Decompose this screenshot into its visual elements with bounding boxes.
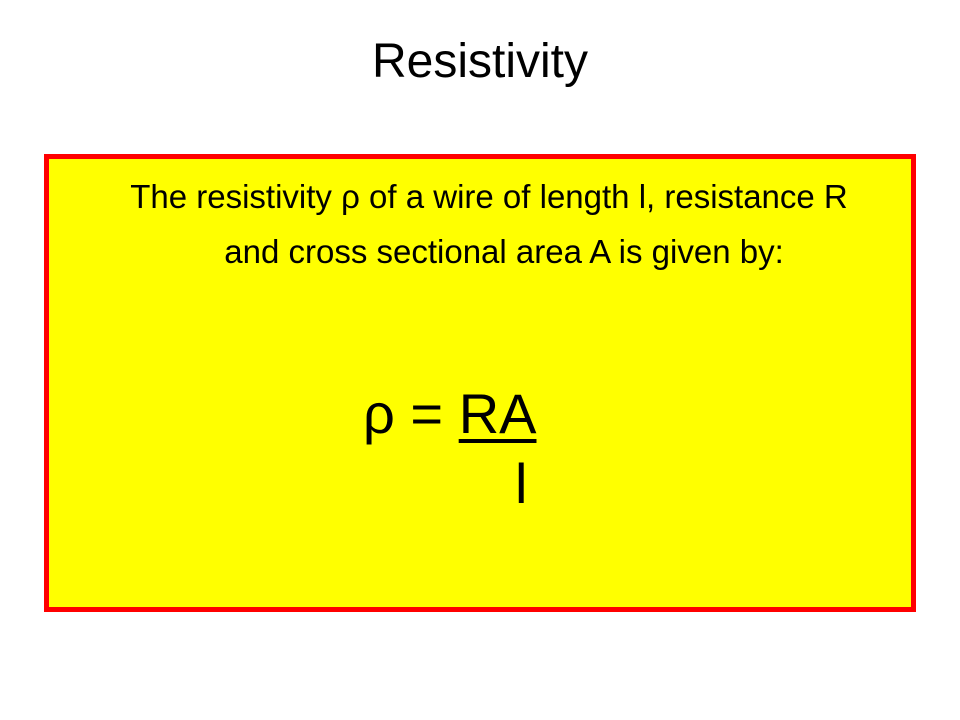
formula-line: ρ = RA [363,379,536,449]
slide-title: Resistivity [371,35,589,88]
formula-numerator: RA [458,382,537,445]
definition-box: The resistivity ρ of a wire of length l,… [44,154,916,612]
formula-denominator: l [515,452,528,515]
formula-lhs: ρ = [363,382,459,445]
definition-text: The resistivity ρ of a wire of length l,… [130,178,848,270]
